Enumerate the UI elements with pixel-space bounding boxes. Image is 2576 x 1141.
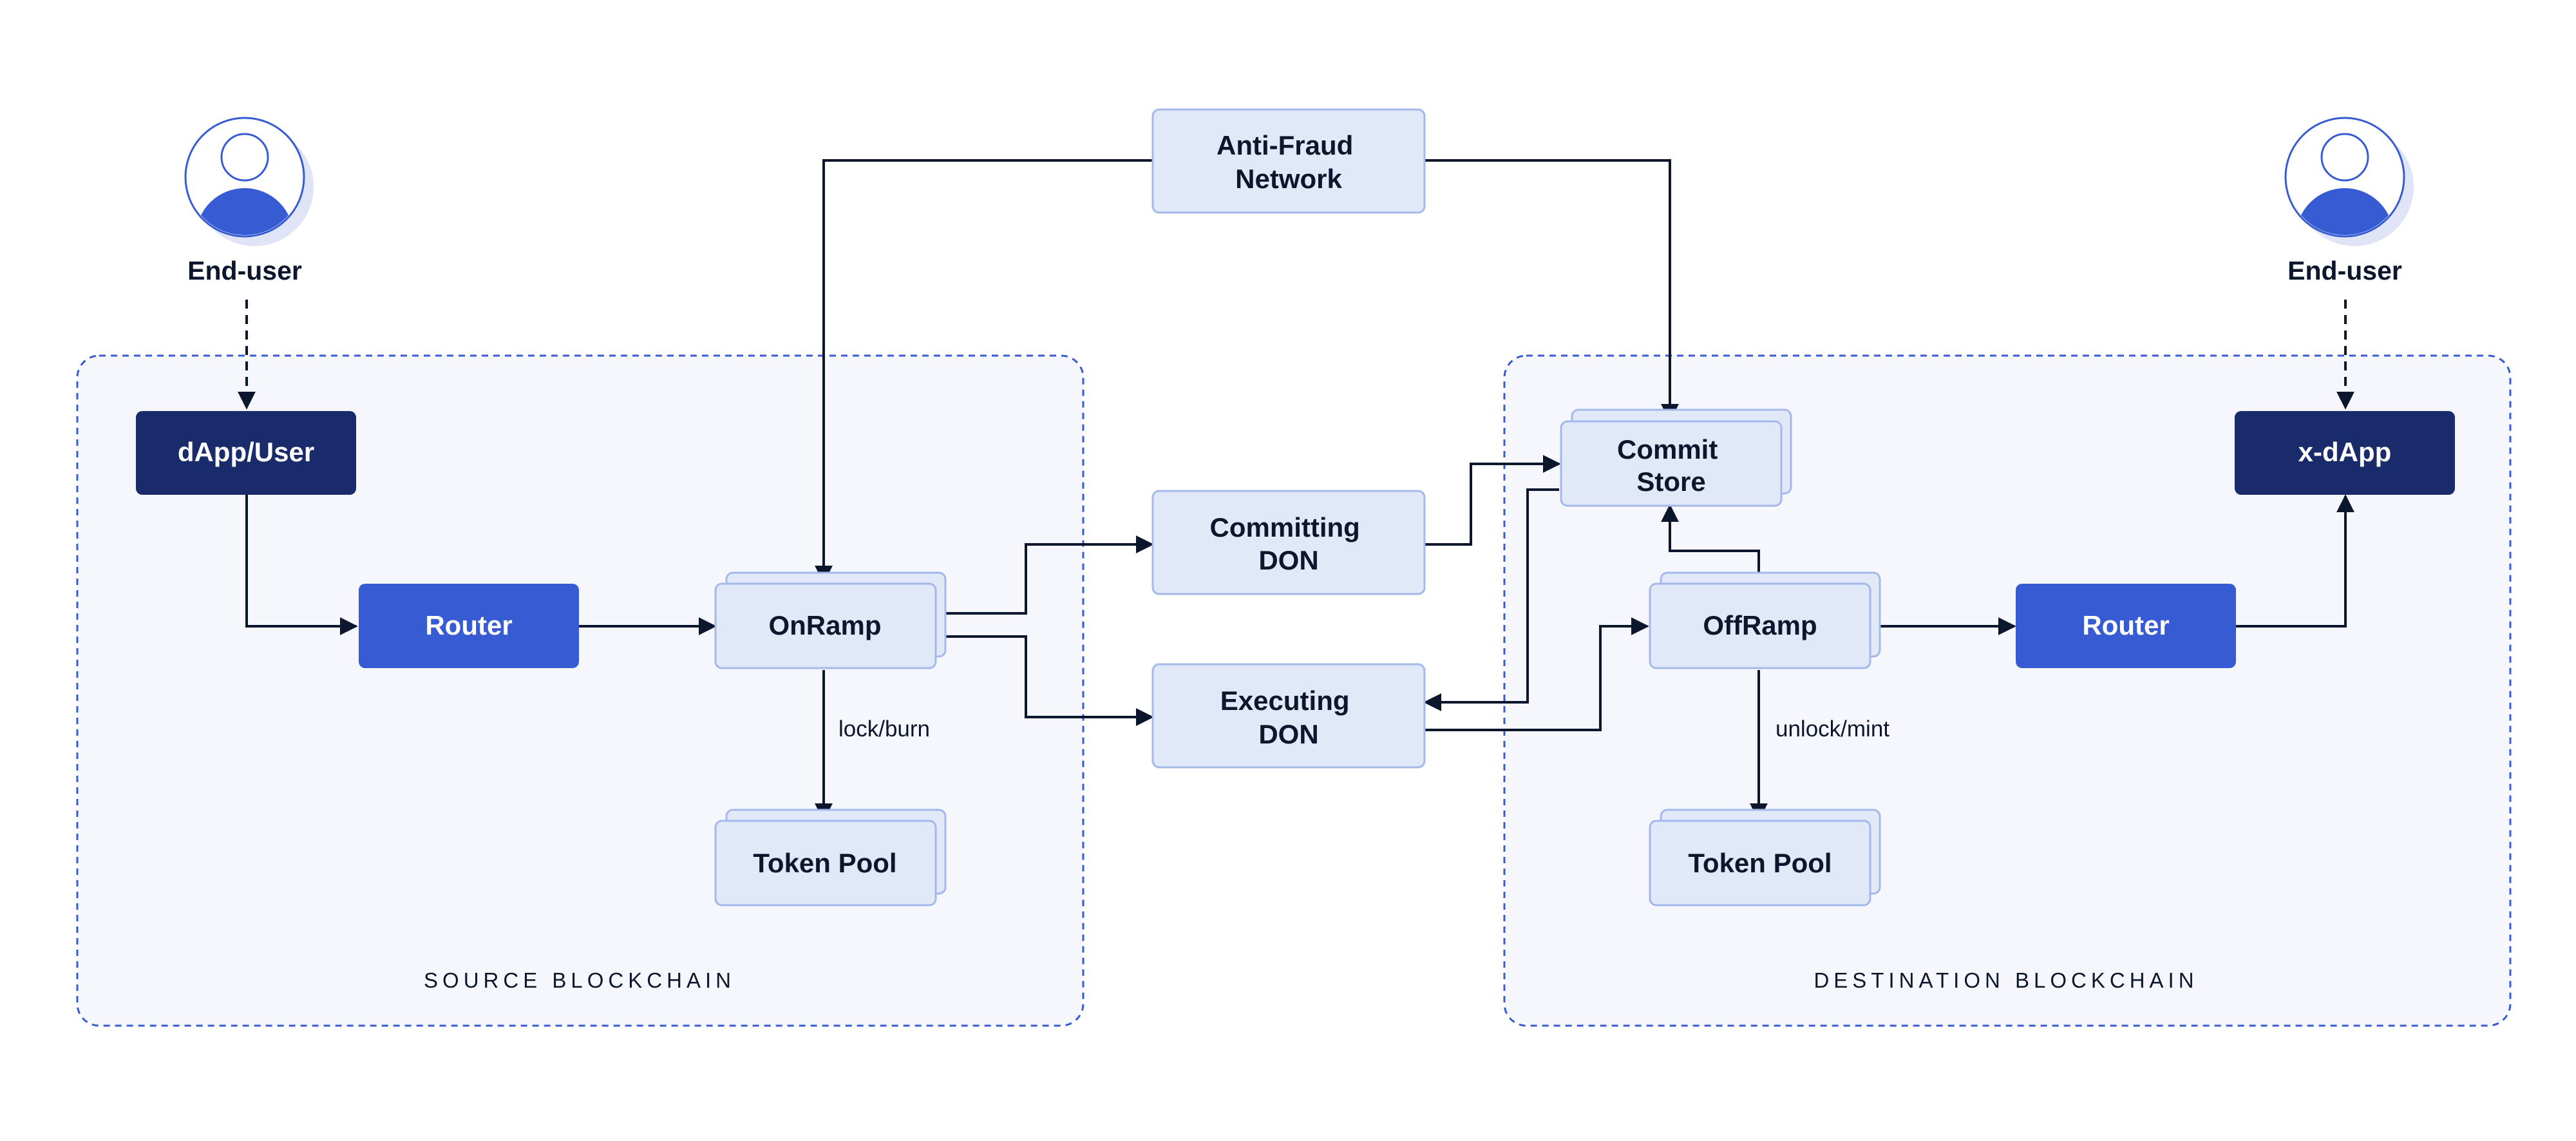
- arrow-commitstore-to-executing: [1423, 488, 1559, 711]
- router-source-node[interactable]: Router: [359, 584, 579, 668]
- arrow-antifraud-to-commitstore: [1425, 159, 1679, 422]
- end-user-right: End-user: [2284, 117, 2414, 285]
- committing-don-node[interactable]: Committing DON: [1151, 490, 1426, 595]
- arrow-dapp-to-router: [245, 495, 358, 635]
- onramp-label: OnRamp: [768, 610, 881, 640]
- router-dest-label: Router: [2082, 610, 2169, 640]
- arrow-onramp-to-executing: [936, 635, 1154, 726]
- offramp-node[interactable]: OffRamp: [1649, 571, 1881, 669]
- anti-fraud-label: Anti-Fraud Network: [1217, 130, 1361, 194]
- arrow-onramp-to-committing: [936, 535, 1154, 615]
- dapp-user-node[interactable]: dApp/User: [136, 411, 356, 495]
- offramp-label: OffRamp: [1703, 610, 1817, 640]
- anti-fraud-network-node[interactable]: Anti-Fraud Network: [1151, 108, 1426, 214]
- token-pool-source-node[interactable]: Token Pool: [714, 809, 947, 906]
- x-dapp-node[interactable]: x-dApp: [2235, 411, 2455, 495]
- onramp-node[interactable]: OnRamp: [714, 571, 947, 669]
- x-dapp-label: x-dApp: [2298, 437, 2392, 467]
- dapp-user-label: dApp/User: [178, 437, 314, 467]
- arrow-offramp-to-commitstore: [1661, 504, 1760, 583]
- source-blockchain-label: SOURCE BLOCKCHAIN: [424, 968, 735, 992]
- commit-store-node[interactable]: Commit Store: [1560, 408, 1792, 507]
- arrow-antifraud-to-onramp: [815, 159, 1153, 584]
- connectors: [238, 159, 2354, 821]
- arrow-router-to-xdapp: [2236, 494, 2354, 628]
- arrow-committing-to-commitstore: [1425, 455, 1561, 546]
- committing-don-label: Committing DON: [1210, 512, 1368, 575]
- router-source-label: Router: [425, 610, 512, 640]
- edge-label-unlock-mint: unlock/mint: [1776, 716, 1889, 742]
- commit-store-label: Commit Store: [1617, 434, 1725, 497]
- token-pool-dest-node[interactable]: Token Pool: [1649, 809, 1881, 906]
- router-dest-node[interactable]: Router: [2016, 584, 2236, 668]
- executing-don-label: Executing DON: [1220, 686, 1357, 749]
- token-pool-dest-label: Token Pool: [1688, 848, 1832, 878]
- end-user-left-label: End-user: [187, 256, 302, 285]
- end-user-right-label: End-user: [2287, 256, 2402, 285]
- executing-don-node[interactable]: Executing DON: [1151, 663, 1426, 769]
- end-user-left: End-user: [184, 117, 314, 285]
- arrow-executing-to-offramp: [1425, 617, 1649, 731]
- token-pool-source-label: Token Pool: [753, 848, 896, 878]
- edge-label-lock-burn: lock/burn: [838, 716, 930, 742]
- destination-blockchain-label: DESTINATION BLOCKCHAIN: [1814, 968, 2198, 992]
